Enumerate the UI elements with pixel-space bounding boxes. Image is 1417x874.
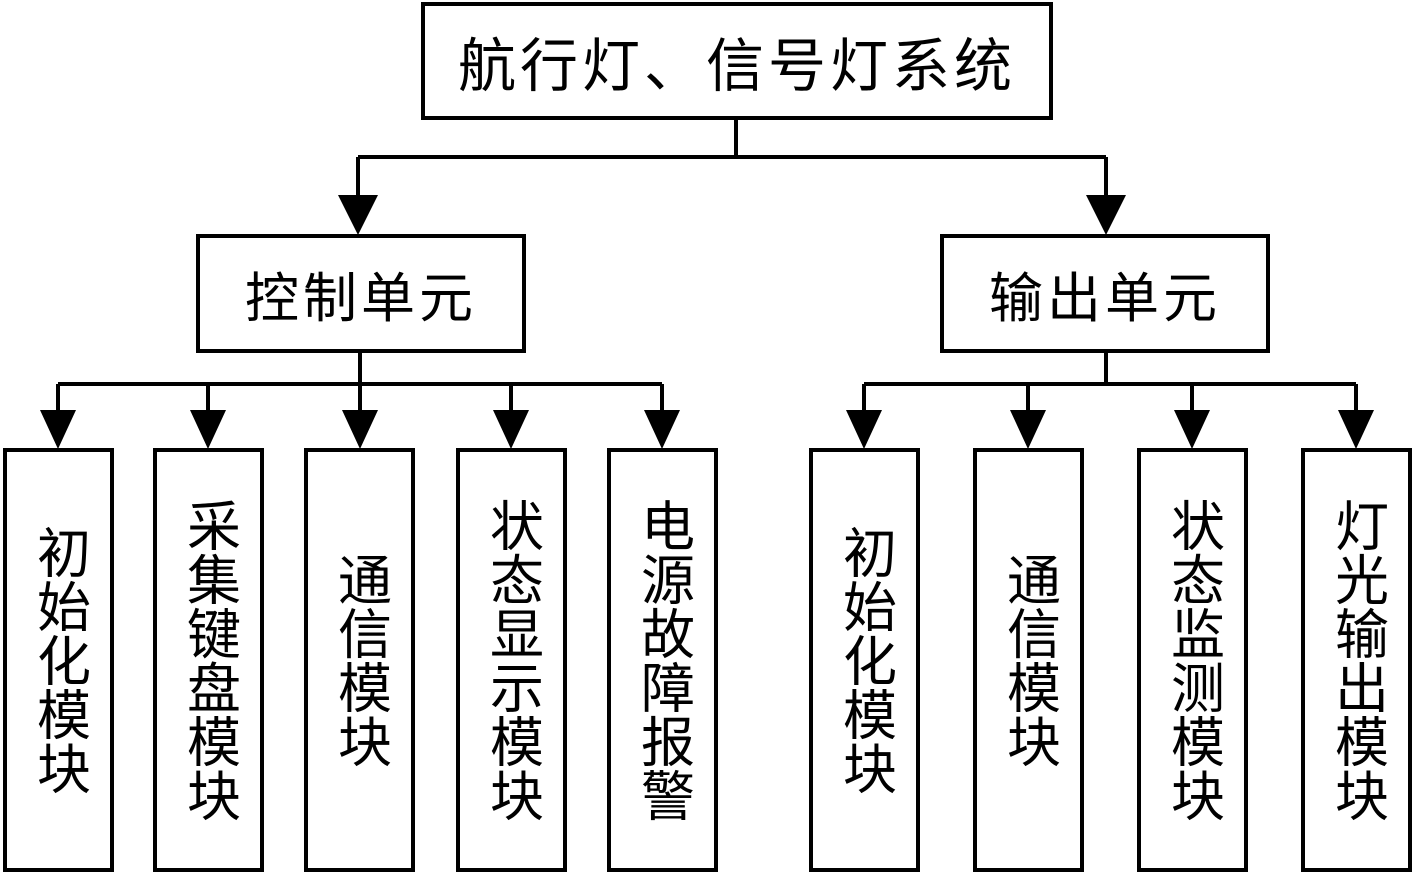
control-module-node: 初始化模块 — [3, 448, 114, 872]
control-module-node: 采集键盘模块 — [153, 448, 264, 872]
arrow-to-output-module-2 — [1010, 410, 1046, 449]
arrow-to-output-module-4 — [1338, 410, 1374, 449]
output-module-node: 通信模块 — [973, 448, 1084, 872]
control-module-label: 电源故障报警 — [631, 498, 695, 822]
arrow-to-control-module-2 — [190, 410, 226, 449]
control-unit-node: 控制单元 — [196, 234, 526, 353]
output-module-node: 灯光输出模块 — [1301, 448, 1412, 872]
control-module-node: 状态显示模块 — [456, 448, 567, 872]
output-module-label: 状态监测模块 — [1161, 498, 1225, 822]
control-module-node: 电源故障报警 — [607, 448, 718, 872]
output-module-label: 灯光输出模块 — [1325, 498, 1389, 822]
control-module-label: 初始化模块 — [27, 525, 91, 795]
control-module-label: 采集键盘模块 — [177, 498, 241, 822]
output-module-label: 通信模块 — [997, 552, 1061, 768]
arrow-to-control-module-3 — [342, 410, 378, 449]
output-module-label: 初始化模块 — [833, 525, 897, 795]
root-label: 航行灯、信号灯系统 — [457, 32, 1016, 100]
output-module-node: 初始化模块 — [809, 448, 920, 872]
arrow-to-control-module-1 — [40, 410, 76, 449]
control-module-node: 通信模块 — [304, 448, 415, 872]
output-unit-node: 输出单元 — [940, 234, 1270, 353]
arrow-to-control-module-5 — [644, 410, 680, 449]
output-module-node: 状态监测模块 — [1137, 448, 1248, 872]
arrow-to-output-module-3 — [1174, 410, 1210, 449]
arrow-to-output-unit — [1086, 195, 1126, 235]
root-node: 航行灯、信号灯系统 — [421, 2, 1053, 120]
arrow-to-output-module-1 — [846, 410, 882, 449]
control-module-label: 状态显示模块 — [480, 498, 544, 822]
arrow-to-control-unit — [338, 195, 378, 235]
arrow-to-control-module-4 — [493, 410, 529, 449]
control-unit-label: 控制单元 — [245, 267, 477, 330]
output-unit-label: 输出单元 — [989, 267, 1221, 330]
control-module-label: 通信模块 — [328, 552, 392, 768]
